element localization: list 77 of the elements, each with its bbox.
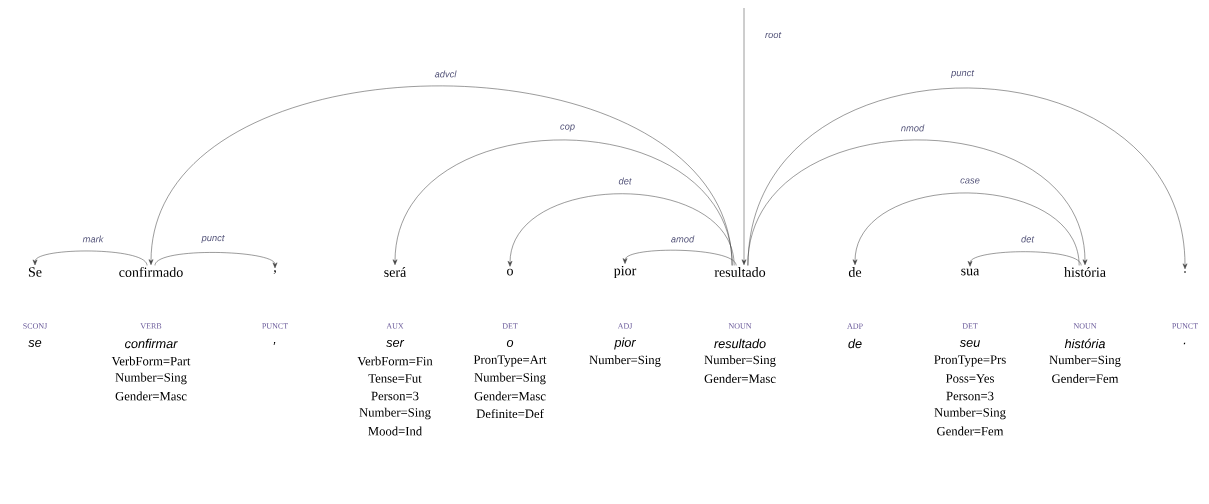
feature-text: VerbForm=Part <box>111 356 191 366</box>
word-text: resultado <box>714 267 766 277</box>
feature-text: Number=Sing <box>115 372 187 385</box>
dependency-arc <box>32 250 148 266</box>
pos-tag: PUNCT <box>1172 323 1198 329</box>
pos-tag: VERB <box>140 323 162 329</box>
word-text: confirmado <box>119 267 183 277</box>
lemma-text: história <box>1064 338 1105 349</box>
word-text: pior <box>613 265 637 279</box>
root-arrow <box>741 7 747 266</box>
feature-text: Person=3 <box>371 391 419 401</box>
dependency-arc <box>967 251 1082 267</box>
word-text: de <box>848 267 862 277</box>
feature-text: Number=Sing <box>589 355 661 367</box>
word-text: história <box>1064 267 1106 277</box>
dependency-arc <box>154 252 278 269</box>
pos-tag: NOUN <box>1073 323 1097 329</box>
edge-label: det <box>1019 234 1036 244</box>
edge-label: mark <box>81 234 105 244</box>
feature-text: Person=3 <box>946 391 994 401</box>
edge-label: nmod <box>899 123 926 133</box>
word-text: Se <box>28 267 42 277</box>
feature-text: Number=Sing <box>1049 355 1121 367</box>
lemma-text: se <box>28 340 42 347</box>
lemma-text: seu <box>959 340 980 347</box>
word-text: , <box>273 270 276 274</box>
edge-label: amod <box>669 234 696 244</box>
lemma-text: o <box>506 340 514 347</box>
word-text: o <box>507 268 513 276</box>
dependency-arc <box>507 193 735 267</box>
pos-tag: DET <box>502 323 518 329</box>
dependency-arc <box>148 85 733 266</box>
feature-text: Tense=Fut <box>368 374 422 383</box>
lemma-text: confirmar <box>125 338 178 349</box>
feature-text: Number=Sing <box>934 407 1006 420</box>
feature-text: Gender=Masc <box>704 374 776 383</box>
feature-text: PronType=Prs <box>934 355 1006 367</box>
feature-text: Gender=Fem <box>937 426 1004 436</box>
dependency-arc <box>747 139 1088 266</box>
pos-tag: SCONJ <box>23 323 48 329</box>
word-text: será <box>384 267 407 277</box>
feature-text: Gender=Fem <box>1052 374 1119 383</box>
lemma-text: pior <box>614 337 636 350</box>
lemma-text: ser <box>386 340 405 347</box>
feature-text: Number=Sing <box>474 372 546 385</box>
pos-tag: ADJ <box>617 323 633 329</box>
feature-text: Gender=Masc <box>115 391 187 401</box>
dependency-arc <box>852 192 1080 266</box>
feature-text: Mood=Ind <box>368 426 422 436</box>
pos-tag: DET <box>962 323 978 329</box>
feature-text: Poss=Yes <box>945 374 994 383</box>
dependency-arc <box>747 87 1188 270</box>
feature-text: Number=Sing <box>359 407 431 420</box>
feature-text: Gender=Masc <box>474 391 546 401</box>
dependency-arc <box>622 249 737 266</box>
edge-label: cop <box>558 123 577 133</box>
edge-label: case <box>958 177 982 185</box>
edge-label: punct <box>949 68 976 80</box>
word-text: . <box>1184 271 1186 273</box>
lemma-text: resultado <box>714 338 766 349</box>
pos-tag: PUNCT <box>262 323 288 329</box>
edge-label: punct <box>200 233 226 245</box>
lemma-text: , <box>273 342 276 345</box>
feature-text: PronType=Art <box>473 355 547 367</box>
feature-text: Number=Sing <box>704 355 776 367</box>
pos-tag: ADP <box>847 323 863 329</box>
feature-text: Definite=Def <box>476 408 544 419</box>
feature-text: VerbForm=Fin <box>357 356 433 366</box>
edge-label: root <box>763 30 783 40</box>
lemma-text: de <box>848 338 862 349</box>
lemma-text: . <box>1183 342 1186 345</box>
pos-tag: NOUN <box>728 323 752 329</box>
edge-label: advcl <box>433 69 458 79</box>
edge-label: det <box>617 176 633 186</box>
word-text: sua <box>961 268 980 276</box>
dependency-arc <box>392 139 733 266</box>
pos-tag: AUX <box>386 323 404 329</box>
